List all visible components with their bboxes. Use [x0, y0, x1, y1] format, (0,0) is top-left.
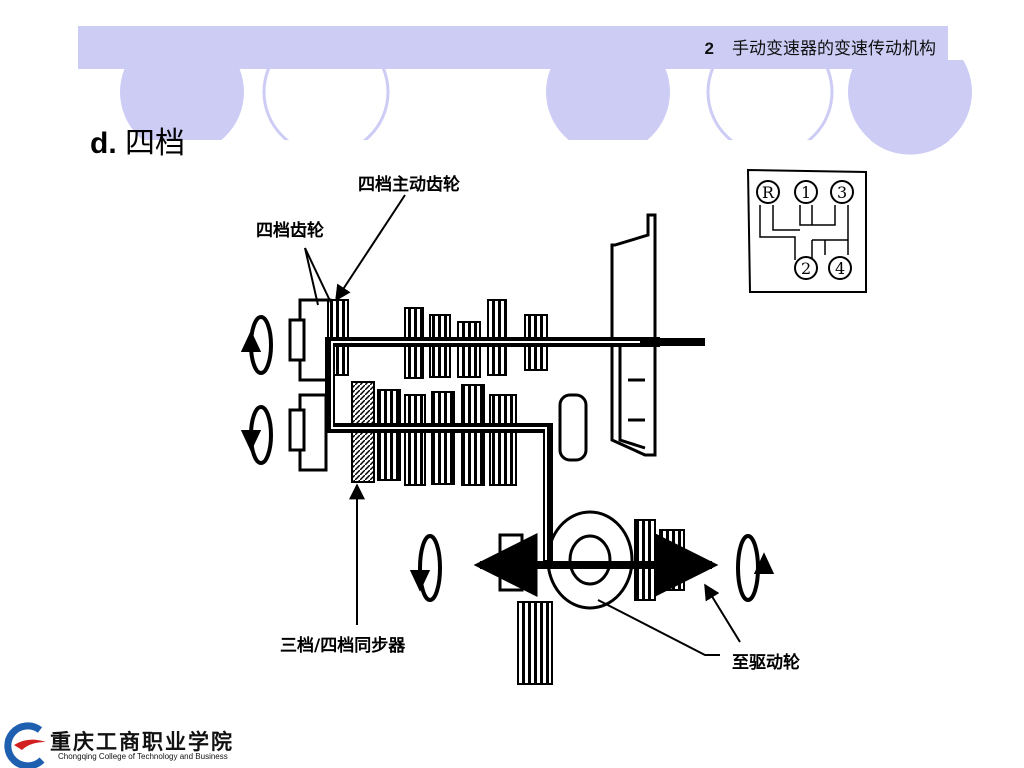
- shift-position-4: [828, 256, 852, 280]
- output-shaft-gears: [288, 381, 588, 486]
- label-fourth-drive-gear: 四档主动齿轮: [358, 174, 460, 195]
- power-flow-inner: [331, 341, 655, 560]
- gear: [404, 394, 426, 486]
- shift-label-2: 2: [801, 259, 811, 278]
- shift-position-1: [794, 180, 818, 204]
- rotation-arrow-icon: [240, 405, 273, 465]
- leader-lines: [304, 194, 741, 656]
- shift-label-1: 1: [801, 183, 811, 202]
- differential: [498, 510, 685, 685]
- differential-case: [546, 510, 634, 610]
- gear: [457, 321, 481, 378]
- section-number: 2: [704, 39, 714, 58]
- slide-title-prefix: d.: [90, 127, 117, 160]
- gear: [461, 384, 485, 486]
- deco-circle-filled: [848, 60, 972, 140]
- gear: [377, 389, 401, 481]
- label-synchronizer: 三档/四档同步器: [280, 635, 406, 656]
- label-to-drive-wheel: 至驱动轮: [732, 652, 800, 673]
- shift-position-2: [794, 256, 818, 280]
- gear: [659, 529, 685, 591]
- section-title: 手动变速器的变速传动机构: [732, 39, 936, 59]
- slide-title-text: 四档: [125, 127, 186, 160]
- final-drive-gear: [517, 601, 553, 685]
- gear-hub: [288, 318, 306, 362]
- header-bar: 2 手动变速器的变速传动机构: [78, 26, 948, 69]
- bearing: [558, 393, 588, 462]
- deco-circle-ring: [706, 60, 834, 140]
- shift-position-reverse: [756, 180, 780, 204]
- shift-label-4: 4: [835, 259, 845, 278]
- college-logo-icon: [4, 722, 46, 768]
- shift-label-r: R: [762, 183, 775, 202]
- deco-circle-tail: [870, 140, 950, 155]
- college-logo: 重庆工商职业学院 Chongqing College of Technology…: [0, 722, 232, 768]
- shift-position-3: [830, 180, 854, 204]
- deco-circle-filled: [546, 60, 670, 140]
- header-title: 2 手动变速器的变速传动机构: [705, 26, 936, 69]
- rotation-arrow-icon: [240, 315, 273, 375]
- college-name-cn: 重庆工商职业学院: [50, 729, 234, 754]
- gear-hub: [288, 408, 306, 452]
- gear: [489, 394, 517, 486]
- label-fourth-gear: 四档齿轮: [256, 220, 324, 241]
- gear: [634, 519, 656, 601]
- deco-circle-filled: [120, 60, 244, 140]
- college-name-en: Chongqing College of Technology and Busi…: [58, 752, 228, 761]
- gear: [431, 391, 455, 485]
- shift-label-3: 3: [837, 183, 847, 202]
- deco-circle-ring: [262, 60, 390, 140]
- rotation-arrow-icon: [409, 534, 442, 602]
- transmission-housing: [610, 213, 657, 457]
- slide-title: d. 四档: [90, 118, 185, 162]
- shift-pattern-diagram: R 1 3 2 4: [746, 168, 867, 293]
- rotation-arrow-icon: [736, 534, 775, 602]
